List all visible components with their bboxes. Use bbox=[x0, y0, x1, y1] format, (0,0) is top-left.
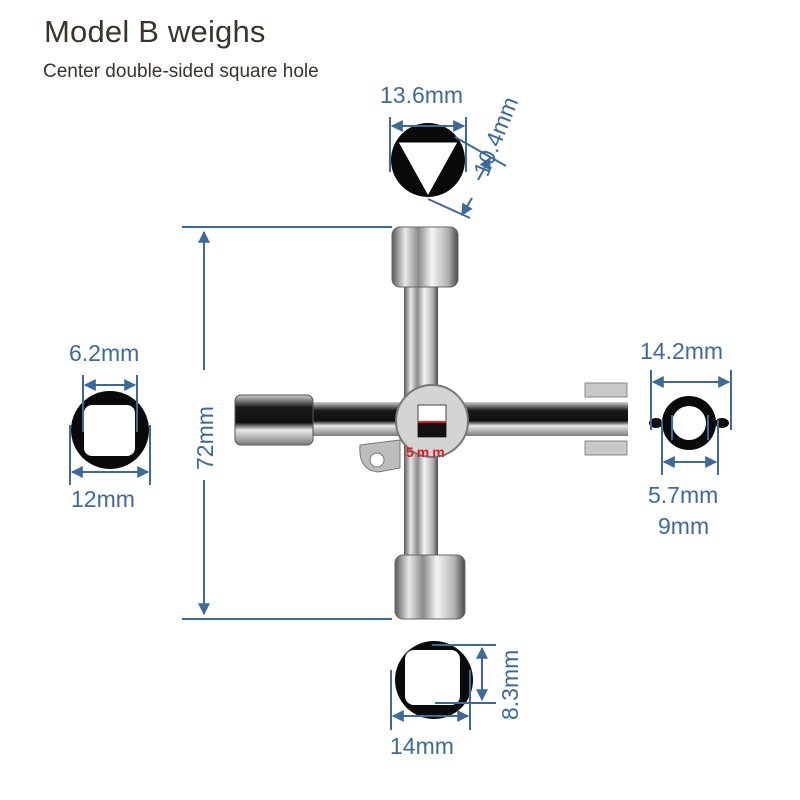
left-profile-square bbox=[69, 375, 151, 485]
top-profile-triangle bbox=[389, 117, 507, 219]
bottom-inner-height-label: 8.3mm bbox=[497, 649, 523, 720]
bottom-outer-width-label: 14mm bbox=[390, 733, 454, 759]
left-outer-width-label: 12mm bbox=[71, 486, 135, 512]
right-inner-width-label: 5.7mm bbox=[648, 482, 719, 508]
center-hole-label: 5mm bbox=[406, 444, 448, 460]
page-title: Model B weighs bbox=[44, 14, 266, 49]
left-inner-width-label: 6.2mm bbox=[69, 340, 140, 366]
page-subtitle: Center double-sided square hole bbox=[43, 61, 319, 82]
bottom-profile-square bbox=[390, 641, 496, 730]
overall-height-label: 72mm bbox=[192, 406, 218, 470]
right-overall-width-label: 14.2mm bbox=[640, 338, 724, 364]
height-dimension bbox=[182, 226, 392, 620]
key-body bbox=[234, 226, 628, 620]
right-profile-round bbox=[649, 370, 732, 475]
top-outer-width-label: 13.6mm bbox=[380, 82, 464, 108]
right-outer-width-label: 9mm bbox=[658, 513, 710, 539]
